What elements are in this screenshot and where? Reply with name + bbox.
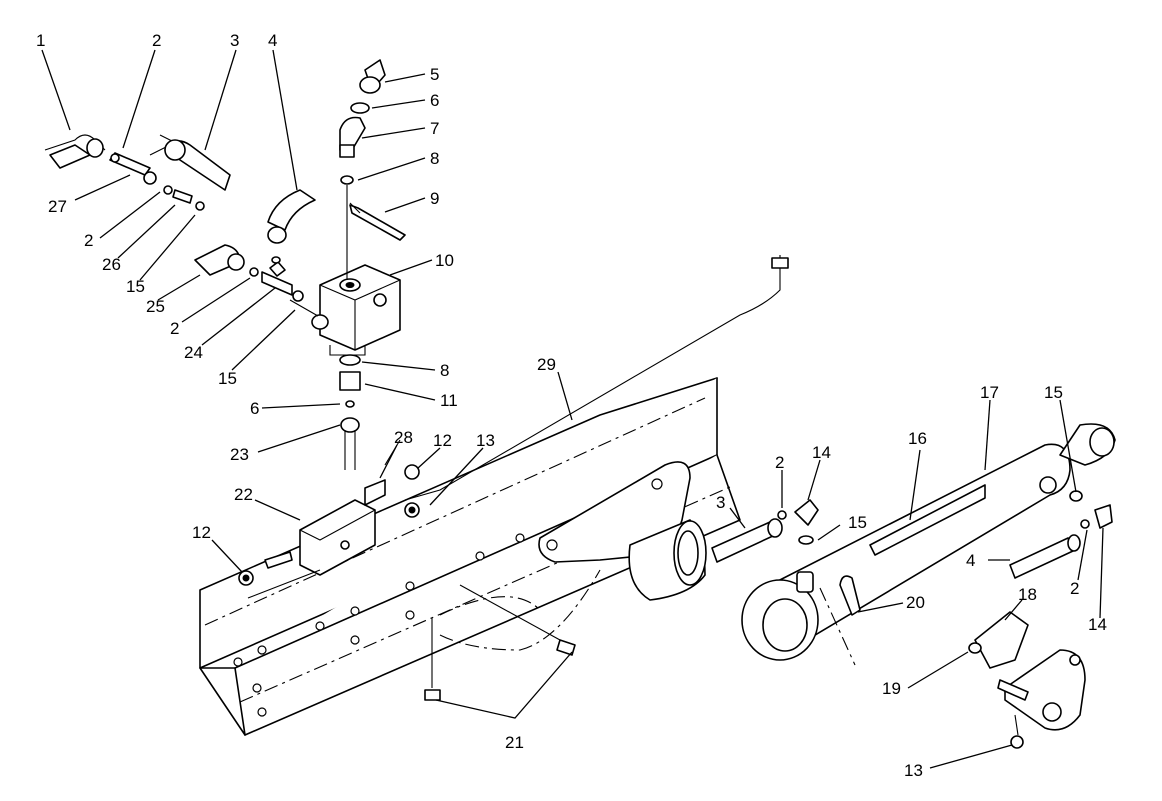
callout-2b: 2 (84, 231, 93, 250)
right-hoses (711, 490, 1113, 579)
bracket-18-19 (968, 611, 1086, 749)
callout-17: 17 (980, 383, 999, 402)
callout-14b: 14 (1088, 615, 1107, 634)
leader-lines (41, 49, 1104, 769)
brake-line (404, 255, 781, 501)
callout-28: 28 (394, 428, 413, 447)
callout-12b: 12 (192, 523, 211, 542)
hose-fittings-upper (44, 134, 231, 211)
lower-fitting-stack (339, 354, 361, 470)
callout-25: 25 (146, 297, 165, 316)
callout-9: 9 (430, 189, 439, 208)
callout-16: 16 (908, 429, 927, 448)
brake-line-fitting (771, 257, 789, 269)
callout-2a: 2 (152, 31, 161, 50)
valve-block (311, 264, 401, 356)
bolt-9 (349, 202, 406, 241)
callout-23: 23 (230, 445, 249, 464)
callout-8a: 8 (430, 149, 439, 168)
callout-21: 21 (505, 733, 524, 752)
callout-19: 19 (882, 679, 901, 698)
callout-24: 24 (184, 343, 203, 362)
callout-15c: 15 (1044, 383, 1063, 402)
clip-28 (364, 464, 420, 518)
tee-fitting (194, 244, 304, 302)
callout-5: 5 (430, 65, 439, 84)
lower-arm (439, 569, 601, 651)
callout-6b: 6 (250, 399, 259, 418)
callout-2e: 2 (1070, 579, 1079, 598)
callout-2c: 2 (170, 319, 179, 338)
callout-7: 7 (430, 119, 439, 138)
cotter-pin (819, 575, 861, 666)
bracket-22 (238, 499, 376, 586)
callout-4a: 4 (268, 31, 277, 50)
callout-15d: 15 (848, 513, 867, 532)
pivot-bracket (538, 461, 707, 601)
callout-12a: 12 (433, 431, 452, 450)
callout-27: 27 (48, 197, 67, 216)
callout-6a: 6 (430, 91, 439, 110)
callout-3b: 3 (716, 493, 725, 512)
callout-11: 11 (440, 391, 458, 410)
callout-1: 1 (36, 31, 45, 50)
callout-15b: 15 (218, 369, 237, 388)
callout-18: 18 (1018, 585, 1037, 604)
callout-3a: 3 (230, 31, 239, 50)
callout-labels: 1 2 3 4 5 6 7 8 9 10 27 2 26 15 25 2 24 … (36, 31, 1107, 780)
callout-8b: 8 (440, 361, 449, 380)
callout-26: 26 (102, 255, 121, 274)
bolts-21 (424, 584, 576, 701)
callout-29: 29 (537, 355, 556, 374)
callout-15a: 15 (126, 277, 145, 296)
callout-4b: 4 (966, 551, 975, 570)
callout-13b: 13 (904, 761, 923, 780)
callout-20: 20 (906, 593, 925, 612)
callout-14a: 14 (812, 443, 831, 462)
callout-22: 22 (234, 485, 253, 504)
elbow-stack (339, 59, 386, 280)
callout-2d: 2 (775, 453, 784, 472)
callout-10: 10 (435, 251, 454, 270)
callout-13a: 13 (476, 431, 495, 450)
hose-fitting-4-upper (267, 189, 316, 244)
